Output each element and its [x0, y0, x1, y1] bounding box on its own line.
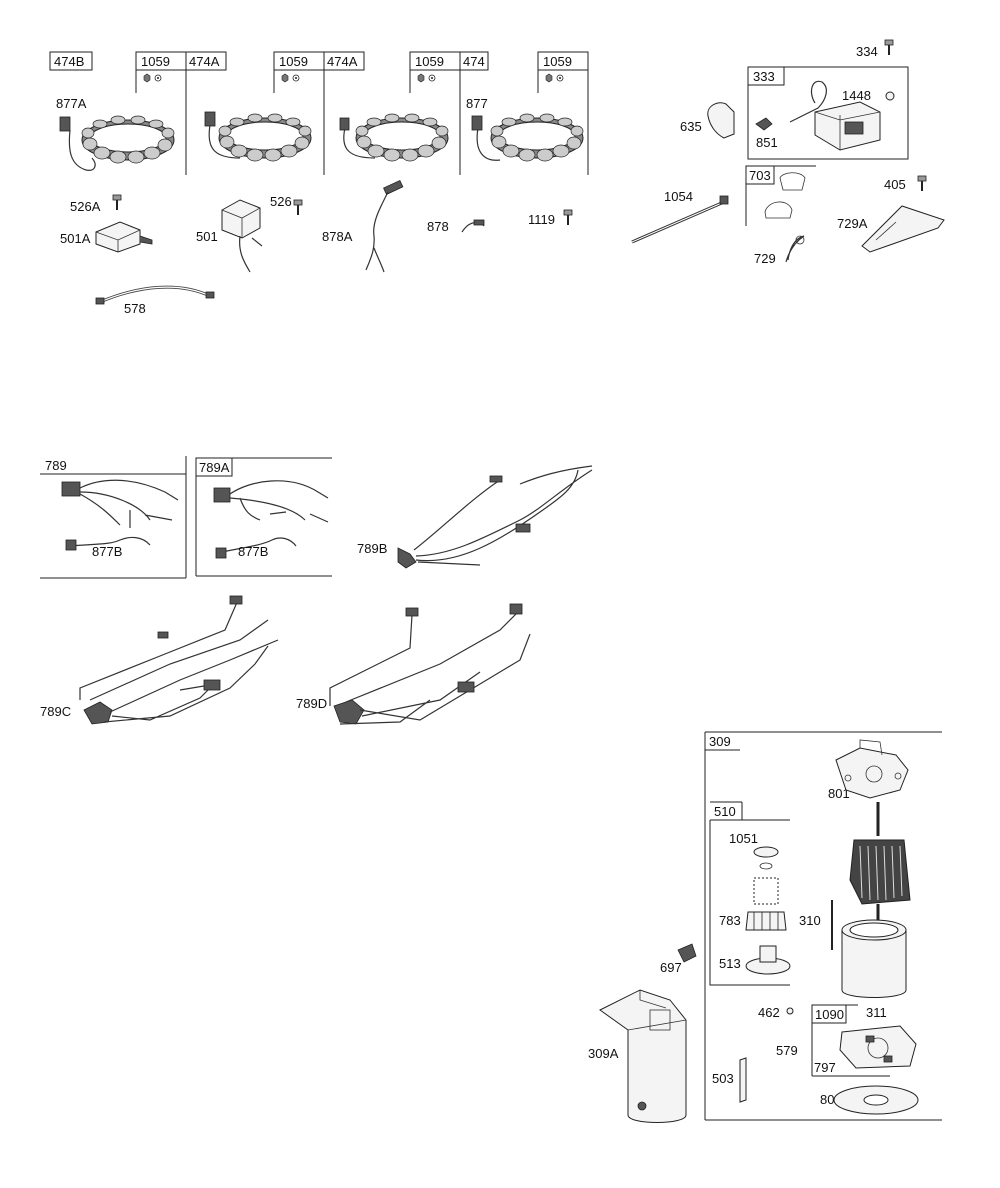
ref-503: 503: [712, 1071, 734, 1086]
ref-789D: 789D: [296, 696, 327, 711]
ref-405: 405: [884, 177, 906, 192]
ref-789A: 789A: [199, 460, 230, 475]
ref-789B: 789B: [357, 541, 387, 556]
ref-474B: 474B: [54, 54, 84, 69]
ref-729A: 729A: [837, 216, 868, 231]
ref-1059: 1059: [141, 54, 170, 69]
ref-797: 797: [814, 1060, 836, 1075]
ref-877A: 877A: [56, 96, 87, 111]
ignition-group: 334 333 1448 851 635 1054 703 405 729A 7…: [631, 39, 945, 266]
ref-878A: 878A: [322, 229, 353, 244]
ref-729: 729: [754, 251, 776, 266]
harness-789C: 789C: [40, 595, 279, 725]
stator-474: [490, 113, 584, 162]
starter-group: 309 801 310 510 1051 783 513: [588, 731, 942, 1123]
ref-501: 501: [196, 229, 218, 244]
ref-801: 801: [828, 786, 850, 801]
ref-513: 513: [719, 956, 741, 971]
stator-474B: [81, 115, 175, 164]
ref-310: 310: [799, 913, 821, 928]
ref-783: 783: [719, 913, 741, 928]
ref-526: 526: [270, 194, 292, 209]
ref-1054: 1054: [664, 189, 693, 204]
ref-789C: 789C: [40, 704, 71, 719]
ref-311: 311: [866, 1005, 887, 1020]
ref-1059: 1059: [543, 54, 572, 69]
ref-501A: 501A: [60, 231, 91, 246]
ref-1059: 1059: [279, 54, 308, 69]
ref-309A: 309A: [588, 1046, 619, 1061]
ref-1448: 1448: [842, 88, 871, 103]
ref-578: 578: [124, 301, 146, 316]
ref-1119: 1119: [528, 212, 555, 227]
ref-851: 851: [756, 135, 778, 150]
ref-877B: 877B: [92, 544, 122, 559]
ref-334: 334: [856, 44, 878, 59]
ref-878: 878: [427, 219, 449, 234]
stator-474A-1: [218, 113, 312, 162]
ref-789: 789: [45, 458, 67, 473]
harness-group: 789 877B 789A 877B: [40, 456, 332, 579]
ref-579: 579: [776, 1043, 798, 1058]
ref-474A: 474A: [327, 54, 358, 69]
ref-635: 635: [680, 119, 702, 134]
ref-510: 510: [714, 804, 736, 819]
ref-526A: 526A: [70, 199, 101, 214]
ref-1059: 1059: [415, 54, 444, 69]
regulator-group: 526A 501A 501 526 878A 878 1119 578: [60, 179, 573, 316]
ref-1090: 1090: [815, 1007, 844, 1022]
ref-697: 697: [660, 960, 682, 975]
ref-474A: 474A: [189, 54, 220, 69]
ref-877B: 877B: [238, 544, 268, 559]
ref-474: 474: [463, 54, 485, 69]
ref-333: 333: [753, 69, 775, 84]
harness-789D: 789D: [296, 603, 531, 725]
ref-462: 462: [758, 1005, 780, 1020]
harness-789B: 789B: [357, 465, 593, 569]
ref-309: 309: [709, 734, 731, 749]
stator-474A-2: [355, 113, 449, 162]
ref-877: 877: [466, 96, 488, 111]
ref-703: 703: [749, 168, 771, 183]
stator-group: 474B 1059 474A 1059 474A 1059 474 1059 8…: [49, 51, 589, 175]
ref-1051: 1051: [729, 831, 758, 846]
